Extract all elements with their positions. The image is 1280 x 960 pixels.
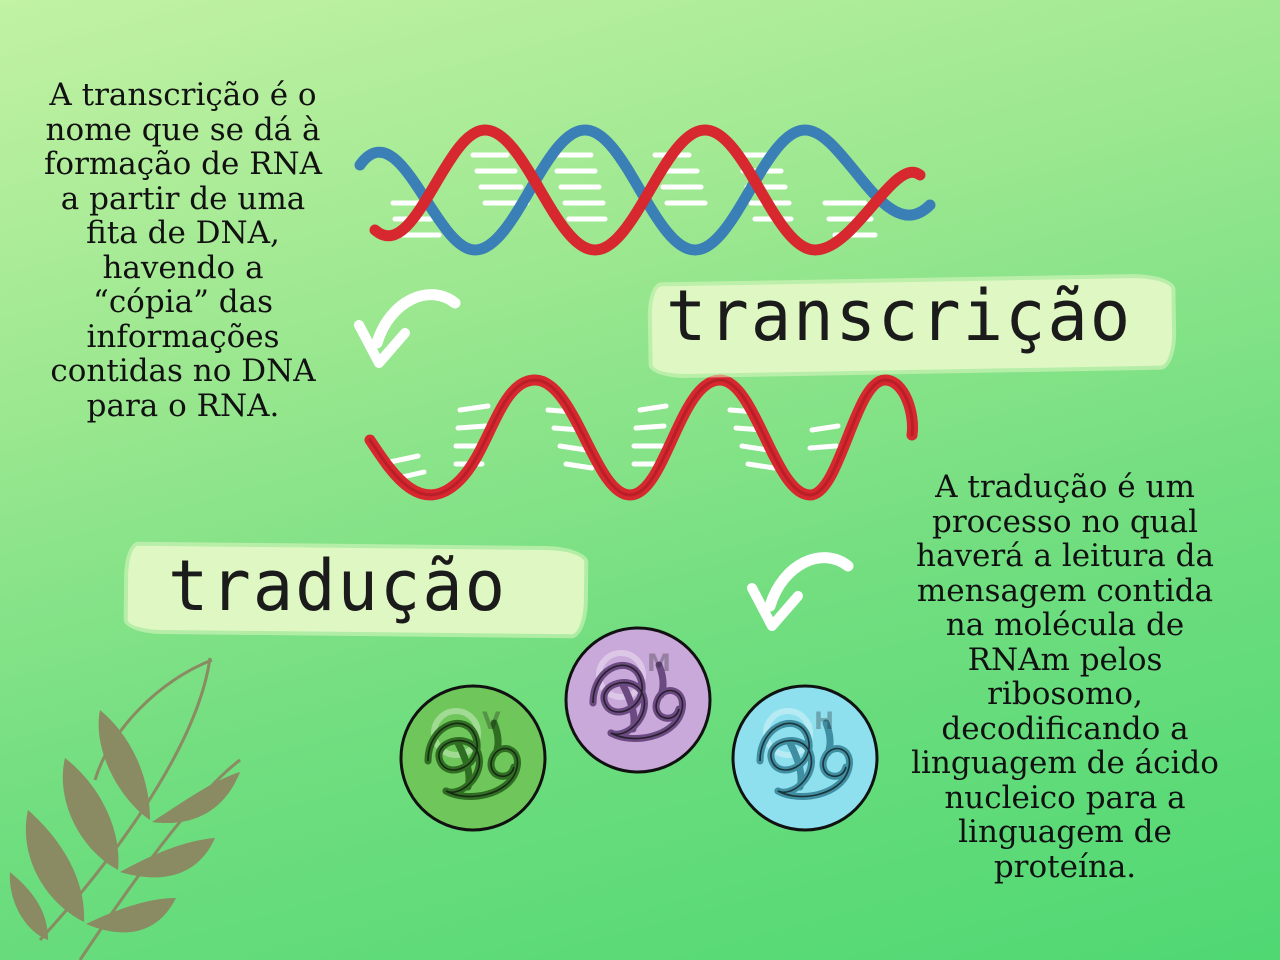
ribosome-icon: H bbox=[731, 684, 879, 832]
ribosome-letter: V bbox=[482, 707, 501, 735]
leaf-branch-icon bbox=[9, 657, 241, 960]
ribosome-letter: M bbox=[647, 649, 671, 677]
curved-arrow-icon bbox=[354, 289, 461, 368]
transcription-description: A transcrição é o nome que se dá à forma… bbox=[43, 77, 323, 424]
dna-double-helix-icon bbox=[354, 124, 936, 256]
translation-title: tradução bbox=[168, 545, 508, 627]
ribosome-icon: M bbox=[564, 626, 712, 774]
translation-description: A tradução é um processo no qual haverá … bbox=[911, 469, 1219, 885]
ribosome-letter: H bbox=[814, 707, 834, 735]
transcription-title: transcrição bbox=[666, 275, 1133, 357]
ribosome-icon: V bbox=[399, 684, 547, 832]
curved-arrow-icon bbox=[747, 552, 854, 631]
rna-single-strand-icon bbox=[364, 374, 919, 501]
